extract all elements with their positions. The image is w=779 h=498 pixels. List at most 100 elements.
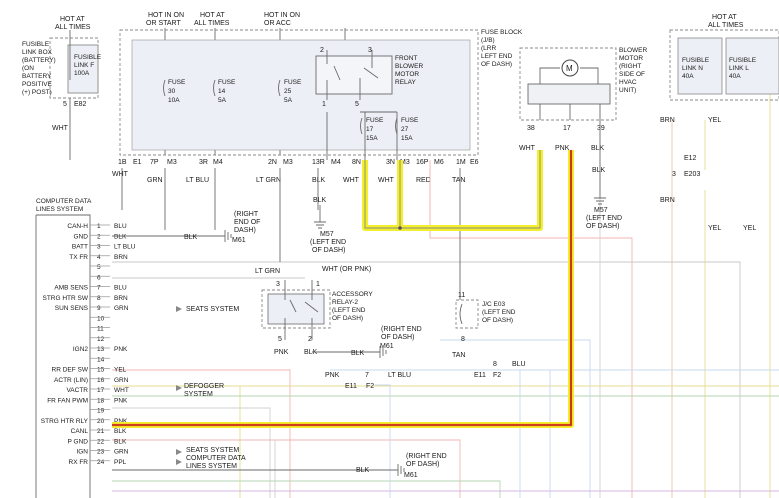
svg-text:ALL TIMES: ALL TIMES: [55, 24, 91, 31]
svg-text:(RIGHT END: (RIGHT END: [381, 326, 422, 333]
svg-text:OR ACC: OR ACC: [264, 20, 291, 27]
svg-text:3R: 3R: [199, 159, 208, 166]
svg-text:11: 11: [458, 292, 465, 299]
pin-wire: PNK: [114, 346, 128, 353]
svg-text:E11: E11: [345, 383, 357, 390]
svg-text:BLK: BLK: [312, 177, 326, 184]
pin-number: 12: [97, 336, 105, 343]
pin-wire: YEL: [114, 367, 127, 374]
pin-row: 10: [90, 315, 110, 322]
svg-text:WHT: WHT: [52, 125, 69, 132]
pin-number: 3: [97, 244, 101, 251]
pin-wire: BLK: [114, 438, 127, 445]
pin-wire: BRN: [114, 295, 128, 302]
pin-number: 17: [97, 387, 105, 394]
pin-name: CAN-H: [67, 223, 88, 230]
svg-text:DEFOGGER: DEFOGGER: [184, 383, 224, 390]
pin-wire: BRN: [114, 254, 128, 261]
svg-text:2: 2: [308, 336, 312, 343]
svg-text:7: 7: [365, 372, 369, 379]
accessory-relay-label: ACCESSORY RELAY-2 (LEFT END OF DASH): [332, 291, 374, 322]
pin-number: 14: [97, 356, 105, 363]
pin-number: 5: [97, 264, 101, 271]
svg-text:M4: M4: [213, 159, 223, 166]
pin-number: 22: [97, 438, 105, 445]
svg-text:M3: M3: [167, 159, 177, 166]
svg-text:OF DASH): OF DASH): [312, 247, 345, 254]
svg-text:HOT AT: HOT AT: [712, 14, 737, 21]
pin-name: RR DEF SW: [52, 367, 89, 374]
svg-text:38: 38: [527, 125, 535, 132]
accessory-relay: 3 1 5 2 ACCESSORY RELAY-2 (LEFT END OF D…: [261, 280, 374, 356]
svg-text:5: 5: [355, 101, 359, 108]
svg-text:M6: M6: [434, 159, 444, 166]
svg-text:M61: M61: [380, 343, 394, 350]
pin-wire: BLK: [114, 428, 127, 435]
svg-text:BLK: BLK: [313, 197, 327, 204]
svg-text:BLU: BLU: [512, 361, 526, 368]
svg-text:1M: 1M: [456, 159, 466, 166]
svg-text:3: 3: [368, 47, 372, 54]
pin-name: SUN SENS: [55, 305, 89, 312]
relay-label: FRONT BLOWER MOTOR RELAY: [395, 55, 425, 86]
svg-text:WHT: WHT: [343, 177, 360, 184]
jc-e03: 11 8 J/C E03 (LEFT END OF DASH) TAN: [452, 292, 516, 359]
pin-wire: BLU: [114, 223, 127, 230]
svg-text:M3: M3: [283, 159, 293, 166]
svg-text:17: 17: [563, 125, 571, 132]
pin-wire: LT BLU: [114, 244, 136, 251]
svg-text:E12: E12: [684, 155, 697, 162]
pin-wire: GRN: [114, 305, 129, 312]
svg-text:39: 39: [597, 125, 605, 132]
svg-text:OF DASH): OF DASH): [406, 461, 439, 468]
pin-number: 16: [97, 377, 105, 384]
wht-or-pnk-label: WHT (OR PNK): [322, 266, 371, 273]
svg-text:TAN: TAN: [452, 177, 465, 184]
svg-text:DASH): DASH): [234, 227, 256, 234]
pin-number: 4: [97, 254, 101, 261]
svg-text:HOT IN ON: HOT IN ON: [264, 12, 300, 19]
svg-text:F2: F2: [366, 383, 374, 390]
svg-text:2N: 2N: [268, 159, 277, 166]
svg-text:E82: E82: [74, 101, 87, 108]
svg-text:3N: 3N: [386, 159, 395, 166]
m61-ground-1: BLK (RIGHT END OF DASH) M61: [112, 211, 260, 244]
pin-row: 14: [90, 356, 110, 363]
pin-number: 20: [97, 418, 105, 425]
pin-name: FR FAN PWM: [47, 397, 88, 404]
svg-text:M61: M61: [232, 237, 246, 244]
pin-number: 2: [97, 233, 101, 240]
pin-number: 13: [97, 346, 105, 353]
svg-text:8N: 8N: [352, 159, 361, 166]
svg-text:(LEFT END: (LEFT END: [310, 239, 346, 246]
pin-name: GND: [74, 233, 89, 240]
pin-wire: PNK: [114, 418, 128, 425]
pin-wire: GRN: [114, 449, 129, 456]
svg-text:M: M: [566, 64, 573, 73]
svg-text:2: 2: [320, 47, 324, 54]
pin-name: ACTR (LIN): [54, 377, 88, 384]
pin-number: 23: [97, 449, 105, 456]
pin-name: VACTR: [66, 387, 88, 394]
pin-number: 11: [97, 326, 104, 333]
m61-ground-2: BLK (RIGHT END OF DASH) M61: [312, 326, 422, 358]
svg-text:SYSTEM: SYSTEM: [184, 391, 213, 398]
svg-text:5: 5: [63, 101, 67, 108]
pin-number: 6: [97, 274, 101, 281]
